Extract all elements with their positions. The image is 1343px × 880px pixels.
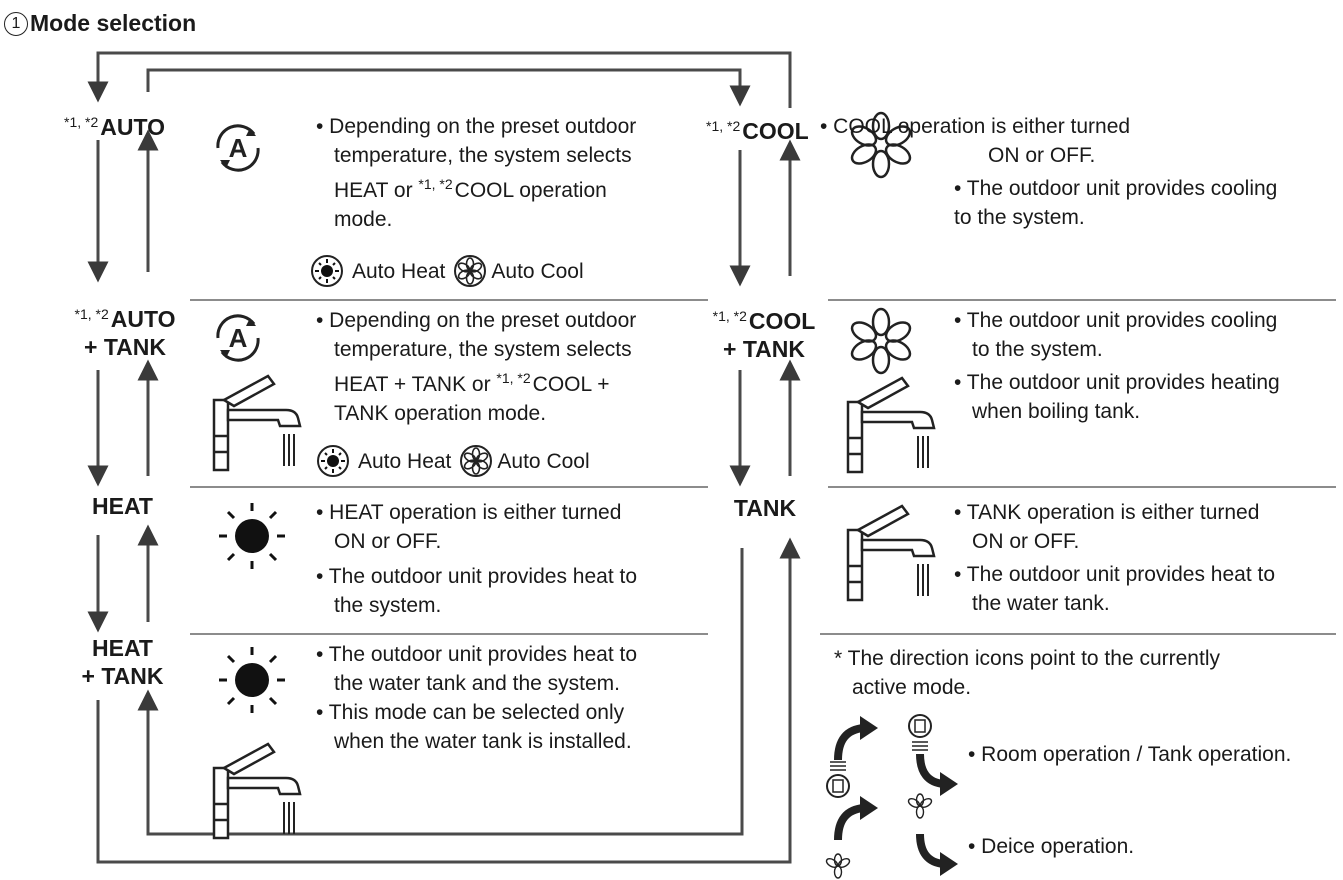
- loop-arrow-cool-to-auto: [87, 51, 792, 108]
- section-title: 1 Mode selection: [4, 10, 196, 37]
- snowflake-icon: [850, 111, 912, 179]
- heat-description: • HEAT operation is either turned ON or …: [316, 501, 638, 617]
- mode-label-auto: *1, *2AUTO: [64, 114, 165, 140]
- snowflake-icon: [850, 307, 912, 375]
- auto-cool-icon: [460, 445, 493, 477]
- svg-text:A: A: [229, 133, 248, 163]
- cool-description: • COOL operation is either turned ON or …: [820, 115, 1278, 229]
- mode-label-cool-tank: *1, *2COOL + TANK: [712, 308, 816, 362]
- auto-tank-aux-modes: Auto Heat Auto Cool: [316, 444, 590, 478]
- tank-description: • TANK operation is either turned ON or …: [954, 501, 1276, 615]
- auto-tank-description: • Depending on the preset outdoor temper…: [316, 309, 637, 425]
- auto-mode-icon: A: [216, 314, 260, 362]
- mode-label-tank: TANK: [733, 495, 797, 521]
- loop-arrow-tank-to-heattank: [137, 548, 744, 836]
- direction-icons-note: * The direction icons point to the curre…: [834, 647, 1220, 699]
- svg-text:A: A: [229, 323, 248, 353]
- heat-tank-description: • The outdoor unit provides heat to the …: [316, 643, 638, 753]
- faucet-icon: [846, 376, 936, 474]
- loop-arrow-heattank-to-tank: [96, 537, 801, 864]
- sun-icon: [219, 503, 285, 569]
- mode-label-heat: HEAT: [92, 493, 153, 519]
- auto-heat-icon: [317, 445, 349, 477]
- auto-mode-icon: A: [216, 124, 260, 172]
- section-number: 1: [4, 11, 28, 36]
- faucet-icon: [212, 742, 302, 840]
- sun-icon: [219, 647, 285, 713]
- curved-arrow-icon: [826, 714, 958, 798]
- mode-label-heat-tank: HEAT + TANK: [81, 635, 164, 689]
- cool-tank-description: • The outdoor unit provides cooling to t…: [954, 309, 1280, 423]
- auto-description: • Depending on the preset outdoor temper…: [316, 115, 637, 231]
- auto-aux-modes: Auto Heat Auto Cool: [310, 254, 584, 288]
- mode-label-auto-tank: *1, *2AUTO + TANK: [74, 306, 176, 360]
- section-title-text: Mode selection: [30, 10, 197, 36]
- room-tank-operation-label: • Room operation / Tank operation.: [968, 743, 1292, 766]
- auto-cool-icon: [454, 255, 487, 287]
- auto-heat-icon: [311, 255, 343, 287]
- faucet-icon: [212, 374, 302, 472]
- deice-operation-label: • Deice operation.: [968, 835, 1135, 858]
- mode-label-cool: *1, *2COOL: [706, 118, 809, 144]
- loop-arrow-auto-to-cool: [146, 68, 751, 107]
- curved-arrow-icon: [825, 793, 958, 879]
- faucet-icon: [846, 504, 936, 602]
